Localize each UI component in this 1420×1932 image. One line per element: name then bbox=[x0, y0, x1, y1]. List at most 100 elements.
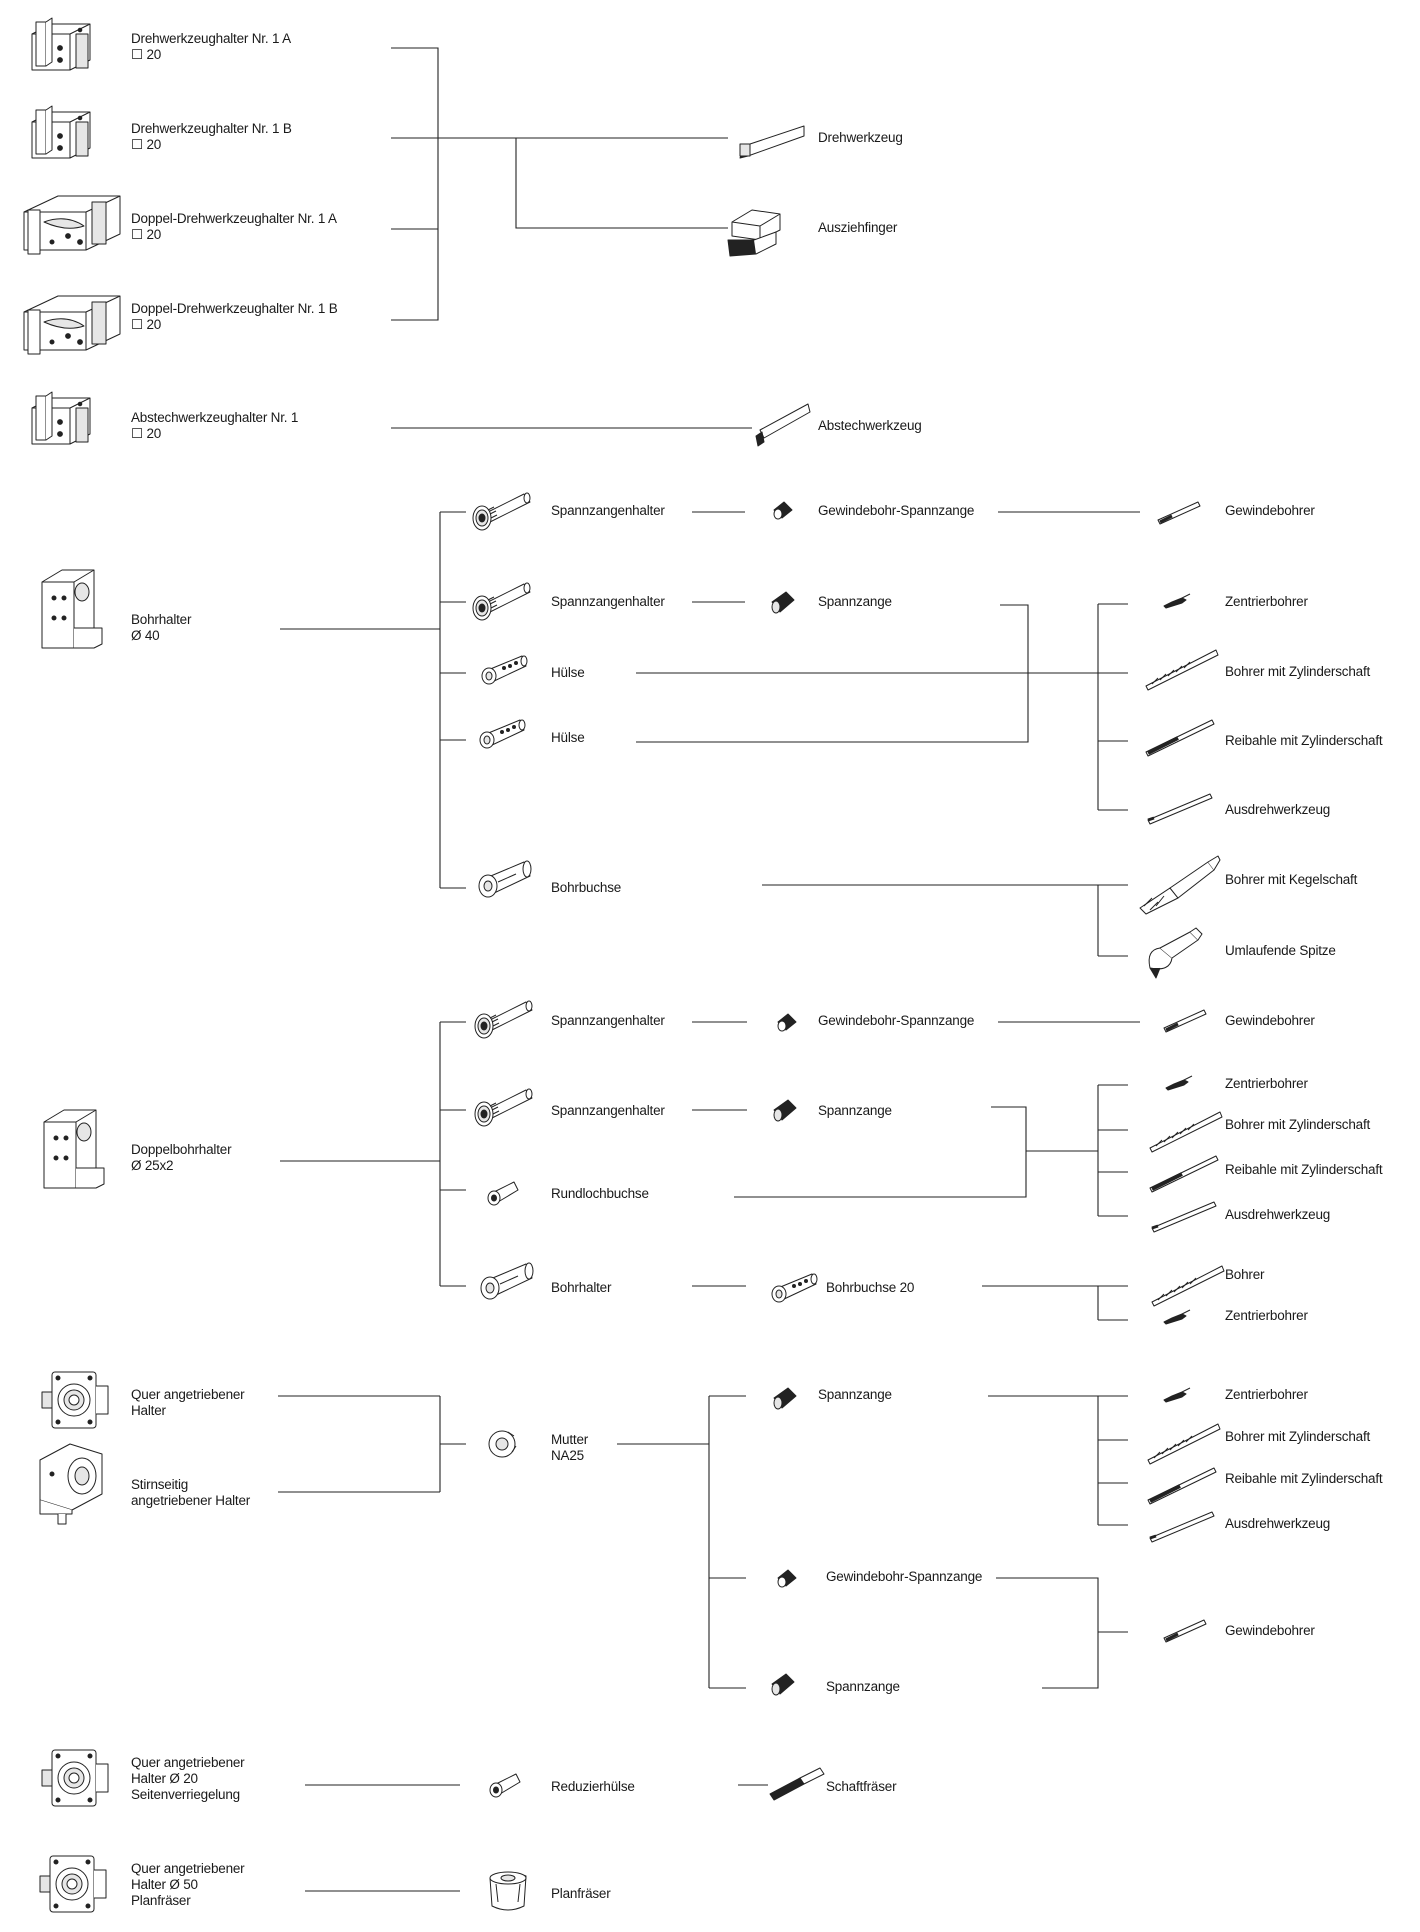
holder-label: Spannzangenhalter bbox=[551, 503, 665, 518]
drill-icon bbox=[1151, 1265, 1225, 1307]
collet-holder-icon bbox=[474, 1088, 533, 1127]
tool-label: Gewindebohrer bbox=[1225, 1623, 1315, 1638]
tool-label: Ausdrehwerkzeug bbox=[1225, 1207, 1331, 1222]
tool-label: Bohrer mit Zylinderschaft bbox=[1225, 1117, 1371, 1132]
tap-icon bbox=[1162, 1618, 1208, 1644]
cutoff-tool-icon bbox=[755, 403, 811, 447]
collet-label: Gewindebohr-Spannzange bbox=[818, 503, 975, 518]
reamer-icon bbox=[1144, 718, 1216, 758]
boring-tool-icon bbox=[1146, 792, 1214, 826]
boring-tool-icon bbox=[1150, 1200, 1218, 1234]
collet-label: Spannzange bbox=[826, 1679, 900, 1694]
tool-label: Schaftfräser bbox=[826, 1779, 897, 1794]
collet-icon bbox=[771, 591, 795, 614]
collet-icon bbox=[771, 1673, 795, 1696]
collet-label: Spannzange bbox=[818, 1103, 892, 1118]
tool-label: Zentrierbohrer bbox=[1225, 1076, 1308, 1091]
lathe-holder-label: Doppel-Drehwerkzeughalter Nr. 1 B☐ 20 bbox=[131, 301, 338, 332]
tool-label: Drehwerkzeug bbox=[818, 130, 903, 145]
lathe-holder-1b-icon bbox=[31, 105, 91, 159]
lathe-holder-1a-icon bbox=[31, 17, 91, 71]
tool-label: Ausdrehwerkzeug bbox=[1225, 1516, 1331, 1531]
collet-icon bbox=[773, 1099, 797, 1122]
pull-finger-icon bbox=[727, 209, 781, 257]
taper-shank-drill-icon bbox=[1139, 855, 1221, 915]
drill-holder-icon bbox=[480, 1262, 534, 1300]
tool-label: Bohrer bbox=[1225, 1267, 1265, 1282]
reamer-icon bbox=[1146, 1466, 1218, 1506]
tool-label: Umlaufende Spitze bbox=[1225, 943, 1336, 958]
center-drill-icon bbox=[1163, 1309, 1191, 1325]
center-drill-icon bbox=[1163, 1387, 1191, 1403]
holder-label: Rundlochbuchse bbox=[551, 1186, 649, 1201]
tool-label: Zentrierbohrer bbox=[1225, 594, 1308, 609]
sleeve-icon bbox=[479, 719, 526, 749]
straight-shank-drill-icon bbox=[1149, 1111, 1223, 1153]
tool-label: Gewindebohrer bbox=[1225, 503, 1315, 518]
tap-icon bbox=[1156, 500, 1202, 526]
tool-label: Ausdrehwerkzeug bbox=[1225, 802, 1331, 817]
tool-label: Bohrer mit Zylinderschaft bbox=[1225, 664, 1371, 679]
holder-label: Spannzangenhalter bbox=[551, 594, 665, 609]
tool-label: Reibahle mit Zylinderschaft bbox=[1225, 1471, 1383, 1486]
tap-icon bbox=[1162, 1008, 1208, 1034]
live-center-icon bbox=[1148, 927, 1203, 979]
drill-holder-40-icon bbox=[41, 569, 103, 649]
tool-label: Reibahle mit Zylinderschaft bbox=[1225, 733, 1383, 748]
bushing-20-icon bbox=[771, 1273, 818, 1303]
tool-label: Zentrierbohrer bbox=[1225, 1387, 1308, 1402]
tool-label: Planfräser bbox=[551, 1886, 611, 1901]
lathe-holder-label: Drehwerkzeughalter Nr. 1 B☐ 20 bbox=[131, 121, 292, 152]
tool-label: Zentrierbohrer bbox=[1225, 1308, 1308, 1323]
turning-tool-icon bbox=[739, 125, 805, 159]
tap-collet-icon bbox=[773, 501, 793, 520]
collet-holder-icon bbox=[472, 582, 531, 621]
tap-collet-icon bbox=[777, 1013, 797, 1032]
holder-label: Bohrbuchse bbox=[551, 880, 622, 895]
face-mill-icon bbox=[489, 1871, 527, 1911]
tool-label: Reibahle mit Zylinderschaft bbox=[1225, 1162, 1383, 1177]
holder-label: Hülse bbox=[551, 730, 585, 745]
holder-label: Spannzangenhalter bbox=[551, 1013, 665, 1028]
tool-label: Gewindebohrer bbox=[1225, 1013, 1315, 1028]
double-lathe-holder-1b-icon bbox=[23, 295, 121, 355]
face-driven-holder-icon bbox=[39, 1443, 103, 1525]
collet-icon bbox=[773, 1387, 797, 1410]
lathe-holder-label: Drehwerkzeughalter Nr. 1 A☐ 20 bbox=[131, 31, 291, 62]
tool-label: Ausziehfinger bbox=[818, 220, 898, 235]
tool-label: Abstechwerkzeug bbox=[818, 418, 922, 433]
collet-label: Spannzange bbox=[818, 594, 892, 609]
cutoff-holder-icon bbox=[31, 391, 91, 445]
tool-label: Bohrer mit Zylinderschaft bbox=[1225, 1429, 1371, 1444]
round-hole-bushing-icon bbox=[487, 1181, 519, 1206]
face-mill-holder-icon bbox=[39, 1855, 107, 1913]
double-lathe-holder-1a-icon bbox=[23, 195, 121, 255]
collet-label: Gewindebohr-Spannzange bbox=[826, 1569, 983, 1584]
center-drill-icon bbox=[1163, 593, 1191, 609]
cross-driven-holder-icon bbox=[41, 1371, 109, 1429]
end-mill-icon bbox=[769, 1767, 825, 1801]
sleeve-icon bbox=[481, 655, 528, 685]
straight-shank-drill-icon bbox=[1145, 649, 1219, 691]
holder-label: Hülse bbox=[551, 665, 585, 680]
side-lock-holder-icon bbox=[41, 1749, 109, 1807]
lathe-holder-label: Doppel-Drehwerkzeughalter Nr. 1 A☐ 20 bbox=[131, 211, 337, 242]
tap-collet-icon bbox=[777, 1569, 797, 1588]
collet-holder-icon bbox=[472, 492, 531, 531]
collet-label: Bohrbuchse 20 bbox=[826, 1280, 915, 1295]
double-drill-holder-icon bbox=[43, 1109, 105, 1189]
sleeve-label: Reduzierhülse bbox=[551, 1779, 635, 1794]
collet-label: Gewindebohr-Spannzange bbox=[818, 1013, 975, 1028]
collet-label: Spannzange bbox=[818, 1387, 892, 1402]
collet-holder-icon bbox=[474, 1000, 533, 1039]
boring-tool-icon bbox=[1148, 1510, 1216, 1544]
